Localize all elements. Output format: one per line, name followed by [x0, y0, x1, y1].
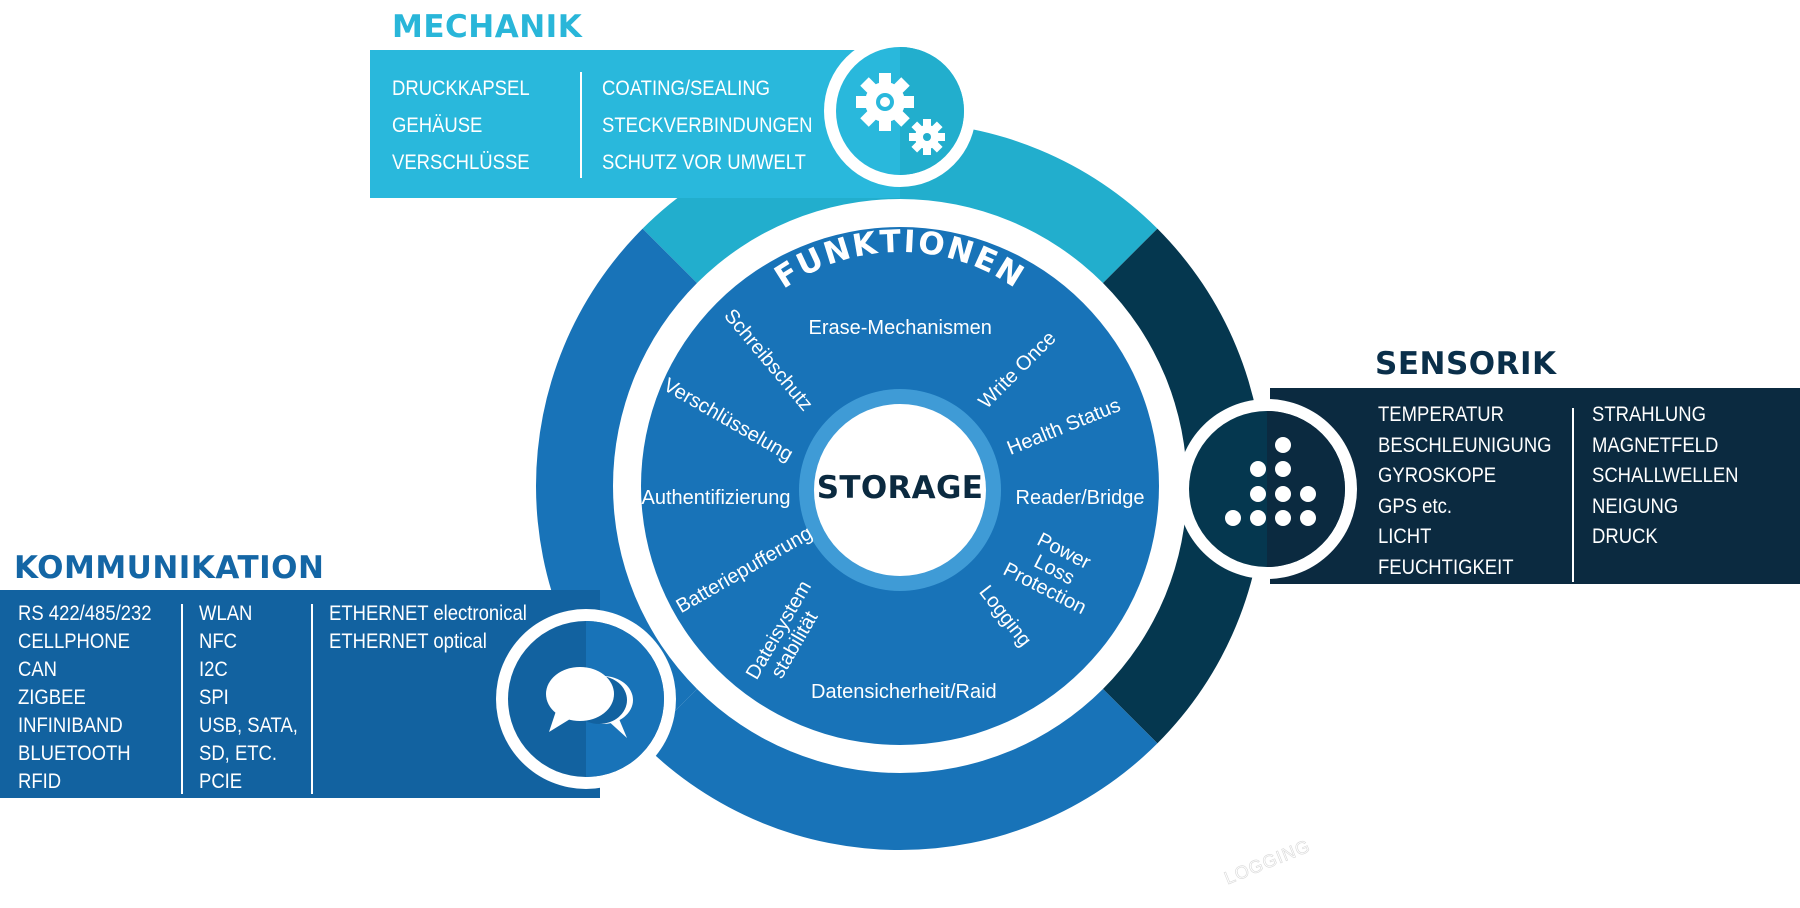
- kommunikation-column-3: ETHERNET electronical ETHERNET optical: [329, 600, 554, 798]
- kommunikation-item: WLAN: [199, 602, 253, 625]
- sensorik-item: MAGNETFELD: [1592, 433, 1719, 457]
- kommunikation-item: ETHERNET optical: [329, 630, 487, 653]
- sensorik-item: SCHALLWELLEN: [1592, 464, 1739, 487]
- sensorik-title: SENSORIK: [1375, 346, 1557, 382]
- kommunikation-item: RS 422/485/232: [18, 602, 152, 625]
- ring-segment-funktionen-bottom: [642, 688, 1158, 850]
- sensorik-panel: TEMPERATUR BESCHLEUNIGUNG GYROSKOPE GPS …: [1270, 388, 1800, 584]
- mechanik-panel: DRUCKKAPSEL GEHÄUSE VERSCHLÜSSE COATING/…: [370, 50, 900, 198]
- sensorik-item: NEIGUNG: [1592, 494, 1679, 518]
- sensorik-column-1: TEMPERATUR BESCHLEUNIGUNG GYROSKOPE GPS …: [1378, 400, 1572, 584]
- chat-bubbles-icon: [496, 609, 676, 789]
- kommunikation-item: INFINIBAND: [18, 714, 123, 737]
- kommunikation-item: BLUETOOTH: [18, 742, 131, 765]
- kommunikation-column-2: WLAN NFC I2C SPI USB, SATA, SD, ETC. PCI…: [199, 600, 311, 798]
- function-authentifizierung: Authentifizierung: [641, 486, 791, 509]
- mechanik-item: COATING/SEALING: [602, 77, 771, 100]
- mechanik-column-2: COATING/SEALING STECKVERBINDUNGEN SCHUTZ…: [602, 70, 841, 198]
- mechanik-item: GEHÄUSE: [392, 114, 483, 137]
- column-divider: [1572, 408, 1574, 582]
- kommunikation-item: I2C: [199, 658, 228, 681]
- dot-pyramid-icon: [1177, 399, 1357, 579]
- sensorik-item: BESCHLEUNIGUNG: [1378, 433, 1552, 457]
- kommunikation-item: PCIE: [199, 770, 243, 793]
- kommunikation-column-1: RS 422/485/232 CELLPHONE CAN ZIGBEE INFI…: [18, 600, 181, 798]
- function-reader-bridge: Reader/Bridge: [1015, 486, 1145, 509]
- kommunikation-item: USB, SATA,: [199, 714, 298, 737]
- kommunikation-item: NFC: [199, 630, 237, 653]
- kommunikation-item: SD, ETC.: [199, 742, 278, 765]
- storage-core: [814, 404, 986, 576]
- kommunikation-item: CELLPHONE: [18, 630, 130, 653]
- mechanik-item: STECKVERBINDUNGEN: [602, 114, 813, 137]
- kommunikation-item: ETHERNET electronical: [329, 602, 527, 625]
- sensorik-item: GPS etc.: [1378, 494, 1452, 518]
- sensorik-item: STRAHLUNG: [1592, 403, 1706, 426]
- column-divider: [311, 604, 313, 794]
- mechanik-item: SCHUTZ VOR UMWELT: [602, 151, 806, 174]
- sensorik-item: LICHT: [1378, 525, 1432, 548]
- sensorik-item: FEUCHTIGKEIT: [1378, 555, 1514, 579]
- column-divider: [580, 72, 582, 178]
- ring-segment-sensorik: [1102, 228, 1265, 744]
- mechanik-item: VERSCHLÜSSE: [392, 151, 530, 174]
- column-divider: [181, 604, 183, 794]
- function-erase-mechanismen: Erase-Mechanismen: [808, 316, 992, 339]
- kommunikation-item: SPI: [199, 686, 229, 709]
- sensorik-column-2: STRAHLUNG MAGNETFELD SCHALLWELLEN NEIGUN…: [1592, 400, 1759, 584]
- gears-icon: [824, 35, 976, 187]
- sensorik-item: DRUCK: [1592, 525, 1658, 548]
- kommunikation-item: ZIGBEE: [18, 686, 86, 709]
- mechanik-column-1: DRUCKKAPSEL GEHÄUSE VERSCHLÜSSE: [392, 70, 580, 198]
- sensorik-item: GYROSKOPE: [1378, 464, 1497, 487]
- function-datensicherheit-raid: Datensicherheit/Raid: [811, 680, 997, 703]
- kommunikation-title: KOMMUNIKATION: [14, 550, 325, 586]
- storage-label: STORAGE: [816, 470, 984, 506]
- kommunikation-item: RFID: [18, 770, 62, 793]
- mechanik-item: DRUCKKAPSEL: [392, 77, 530, 100]
- mechanik-title: MECHANIK: [392, 9, 583, 45]
- sensorik-item: TEMPERATUR: [1378, 403, 1504, 426]
- kommunikation-item: CAN: [18, 658, 58, 681]
